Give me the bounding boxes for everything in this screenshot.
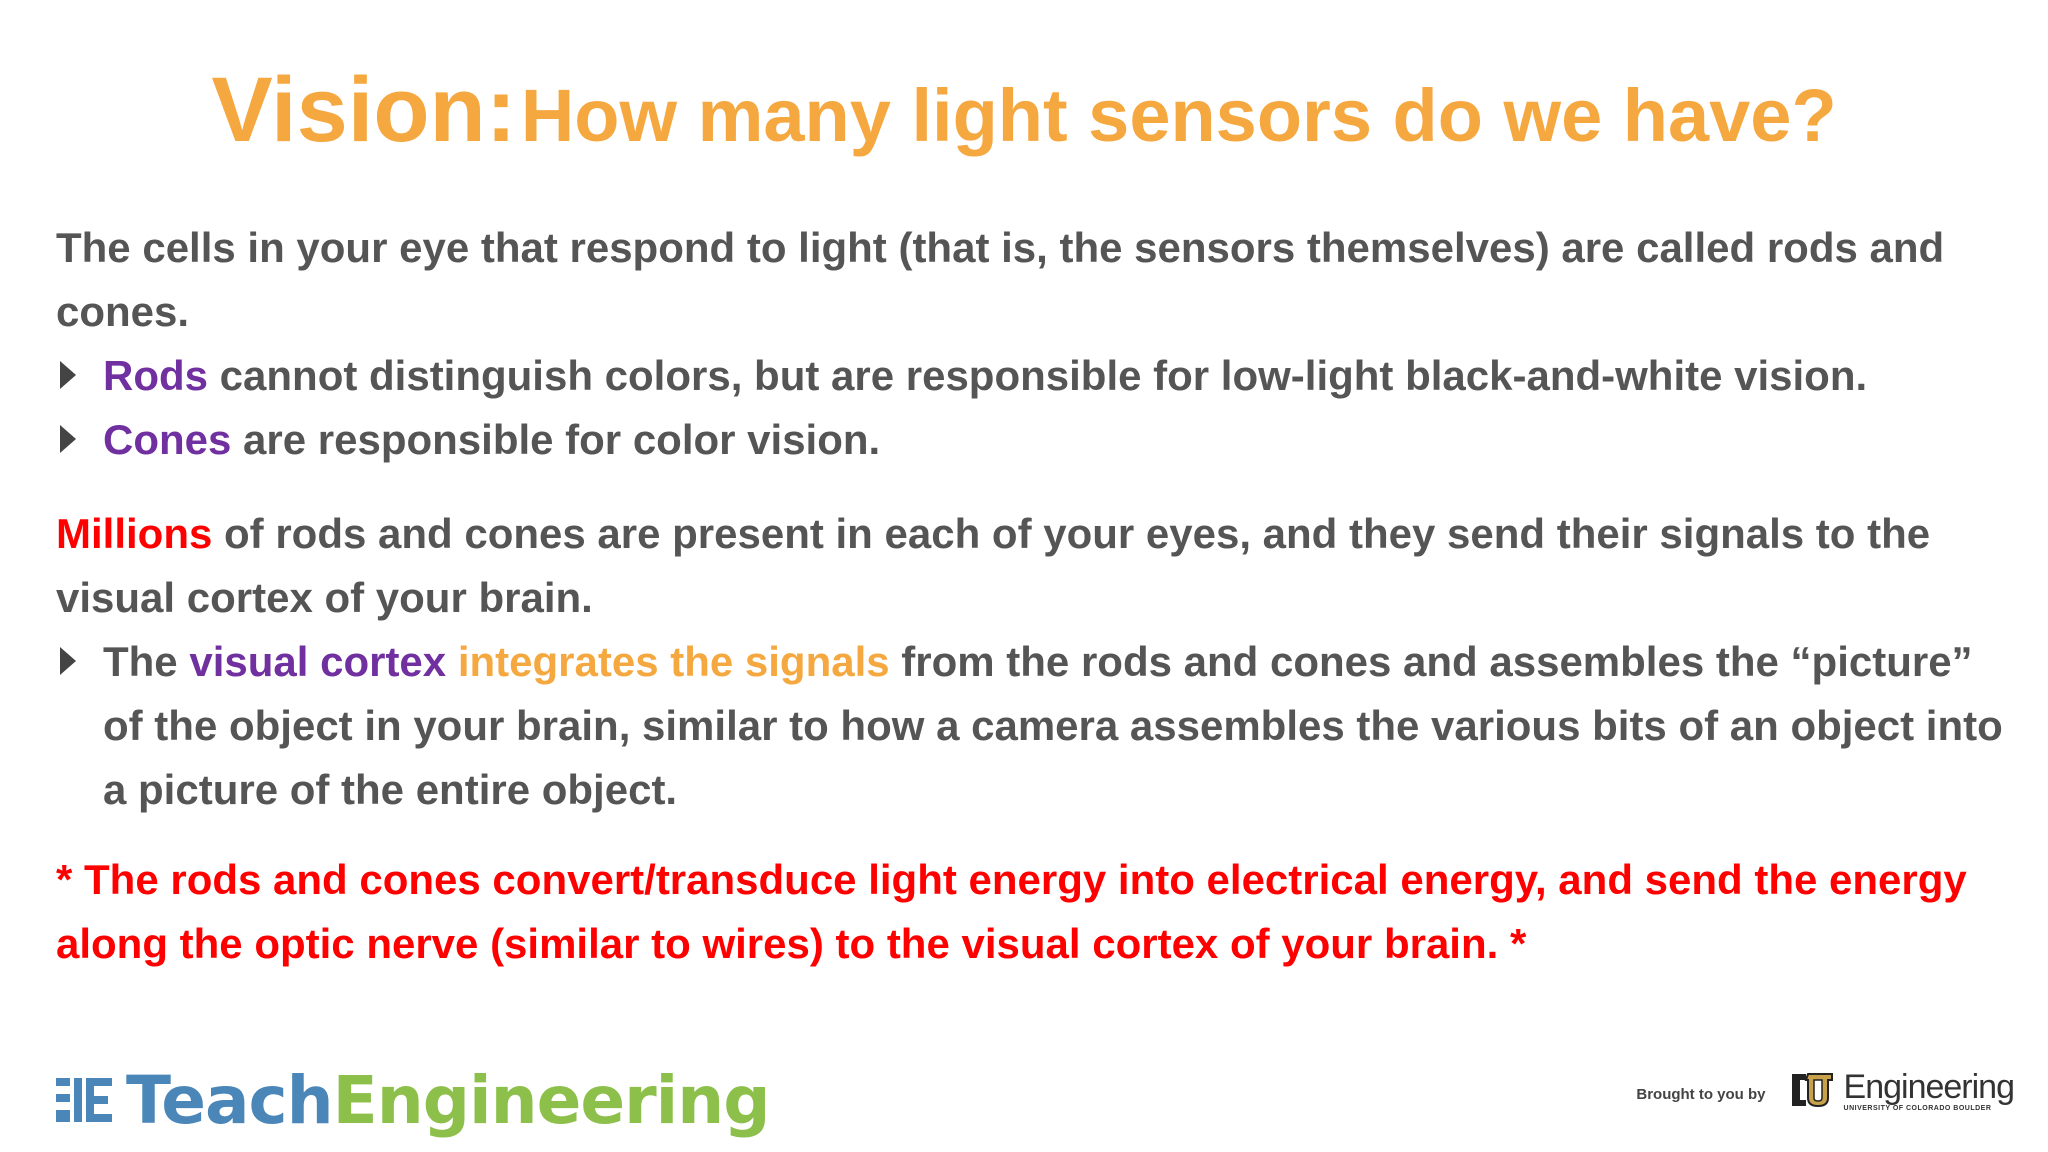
rods-text: cannot distinguish colors, but are respo…	[208, 352, 1868, 399]
millions-paragraph: Millions of rods and cones are present i…	[56, 502, 2016, 630]
teachengineering-logo: TeachEngineering	[56, 1060, 771, 1140]
cu-engineering-text: Engineering	[1843, 1067, 2015, 1106]
logo-engineering-text: Engineering	[332, 1061, 771, 1139]
energy-note: * The rods and cones convert/transduce l…	[56, 856, 1967, 967]
logo-teach-text: Teach	[126, 1061, 334, 1139]
cortex-lead: The	[103, 638, 190, 685]
title-sub: How many light sensors do we have?	[520, 74, 1837, 157]
intro-paragraph: The cells in your eye that respond to li…	[56, 224, 1945, 335]
bullet-cones: Cones are responsible for color vision.	[56, 408, 2016, 472]
brought-to-you-by: Brought to you by	[1636, 1085, 1766, 1103]
rods-term: Rods	[103, 352, 208, 399]
title-main: Vision:	[211, 59, 517, 161]
cu-university-text: UNIVERSITY OF COLORADO BOULDER	[1843, 1104, 1992, 1112]
visual-cortex-term: visual cortex	[189, 638, 447, 685]
teachengineering-mark-icon	[56, 1074, 112, 1126]
slide-title: Vision: How many light sensors do we hav…	[0, 58, 2048, 163]
bullet-arrow-icon	[60, 361, 76, 389]
bullet-visual-cortex: The visual cortex integrates the signals…	[56, 630, 2016, 822]
millions-text: of rods and cones are present in each of…	[56, 510, 1931, 621]
cones-term: Cones	[103, 416, 232, 463]
cones-text: are responsible for color vision.	[231, 416, 881, 463]
cu-engineering-logo: Brought to you by Engineering UNIVERSITY…	[1636, 1066, 2015, 1114]
cu-boulder-mark-icon	[1791, 1073, 1833, 1108]
bullet-rods: Rods cannot distinguish colors, but are …	[56, 344, 2016, 408]
millions-term: Millions	[56, 510, 213, 557]
teachengineering-wordmark: TeachEngineering	[126, 1061, 771, 1139]
cortex-text: from the rods and cones and assembles th…	[103, 638, 2003, 813]
slide-body: The cells in your eye that respond to li…	[56, 216, 2016, 976]
integrates-term: integrates the signals	[446, 638, 890, 685]
bullet-arrow-icon	[60, 425, 76, 453]
bullet-arrow-icon	[60, 647, 76, 675]
